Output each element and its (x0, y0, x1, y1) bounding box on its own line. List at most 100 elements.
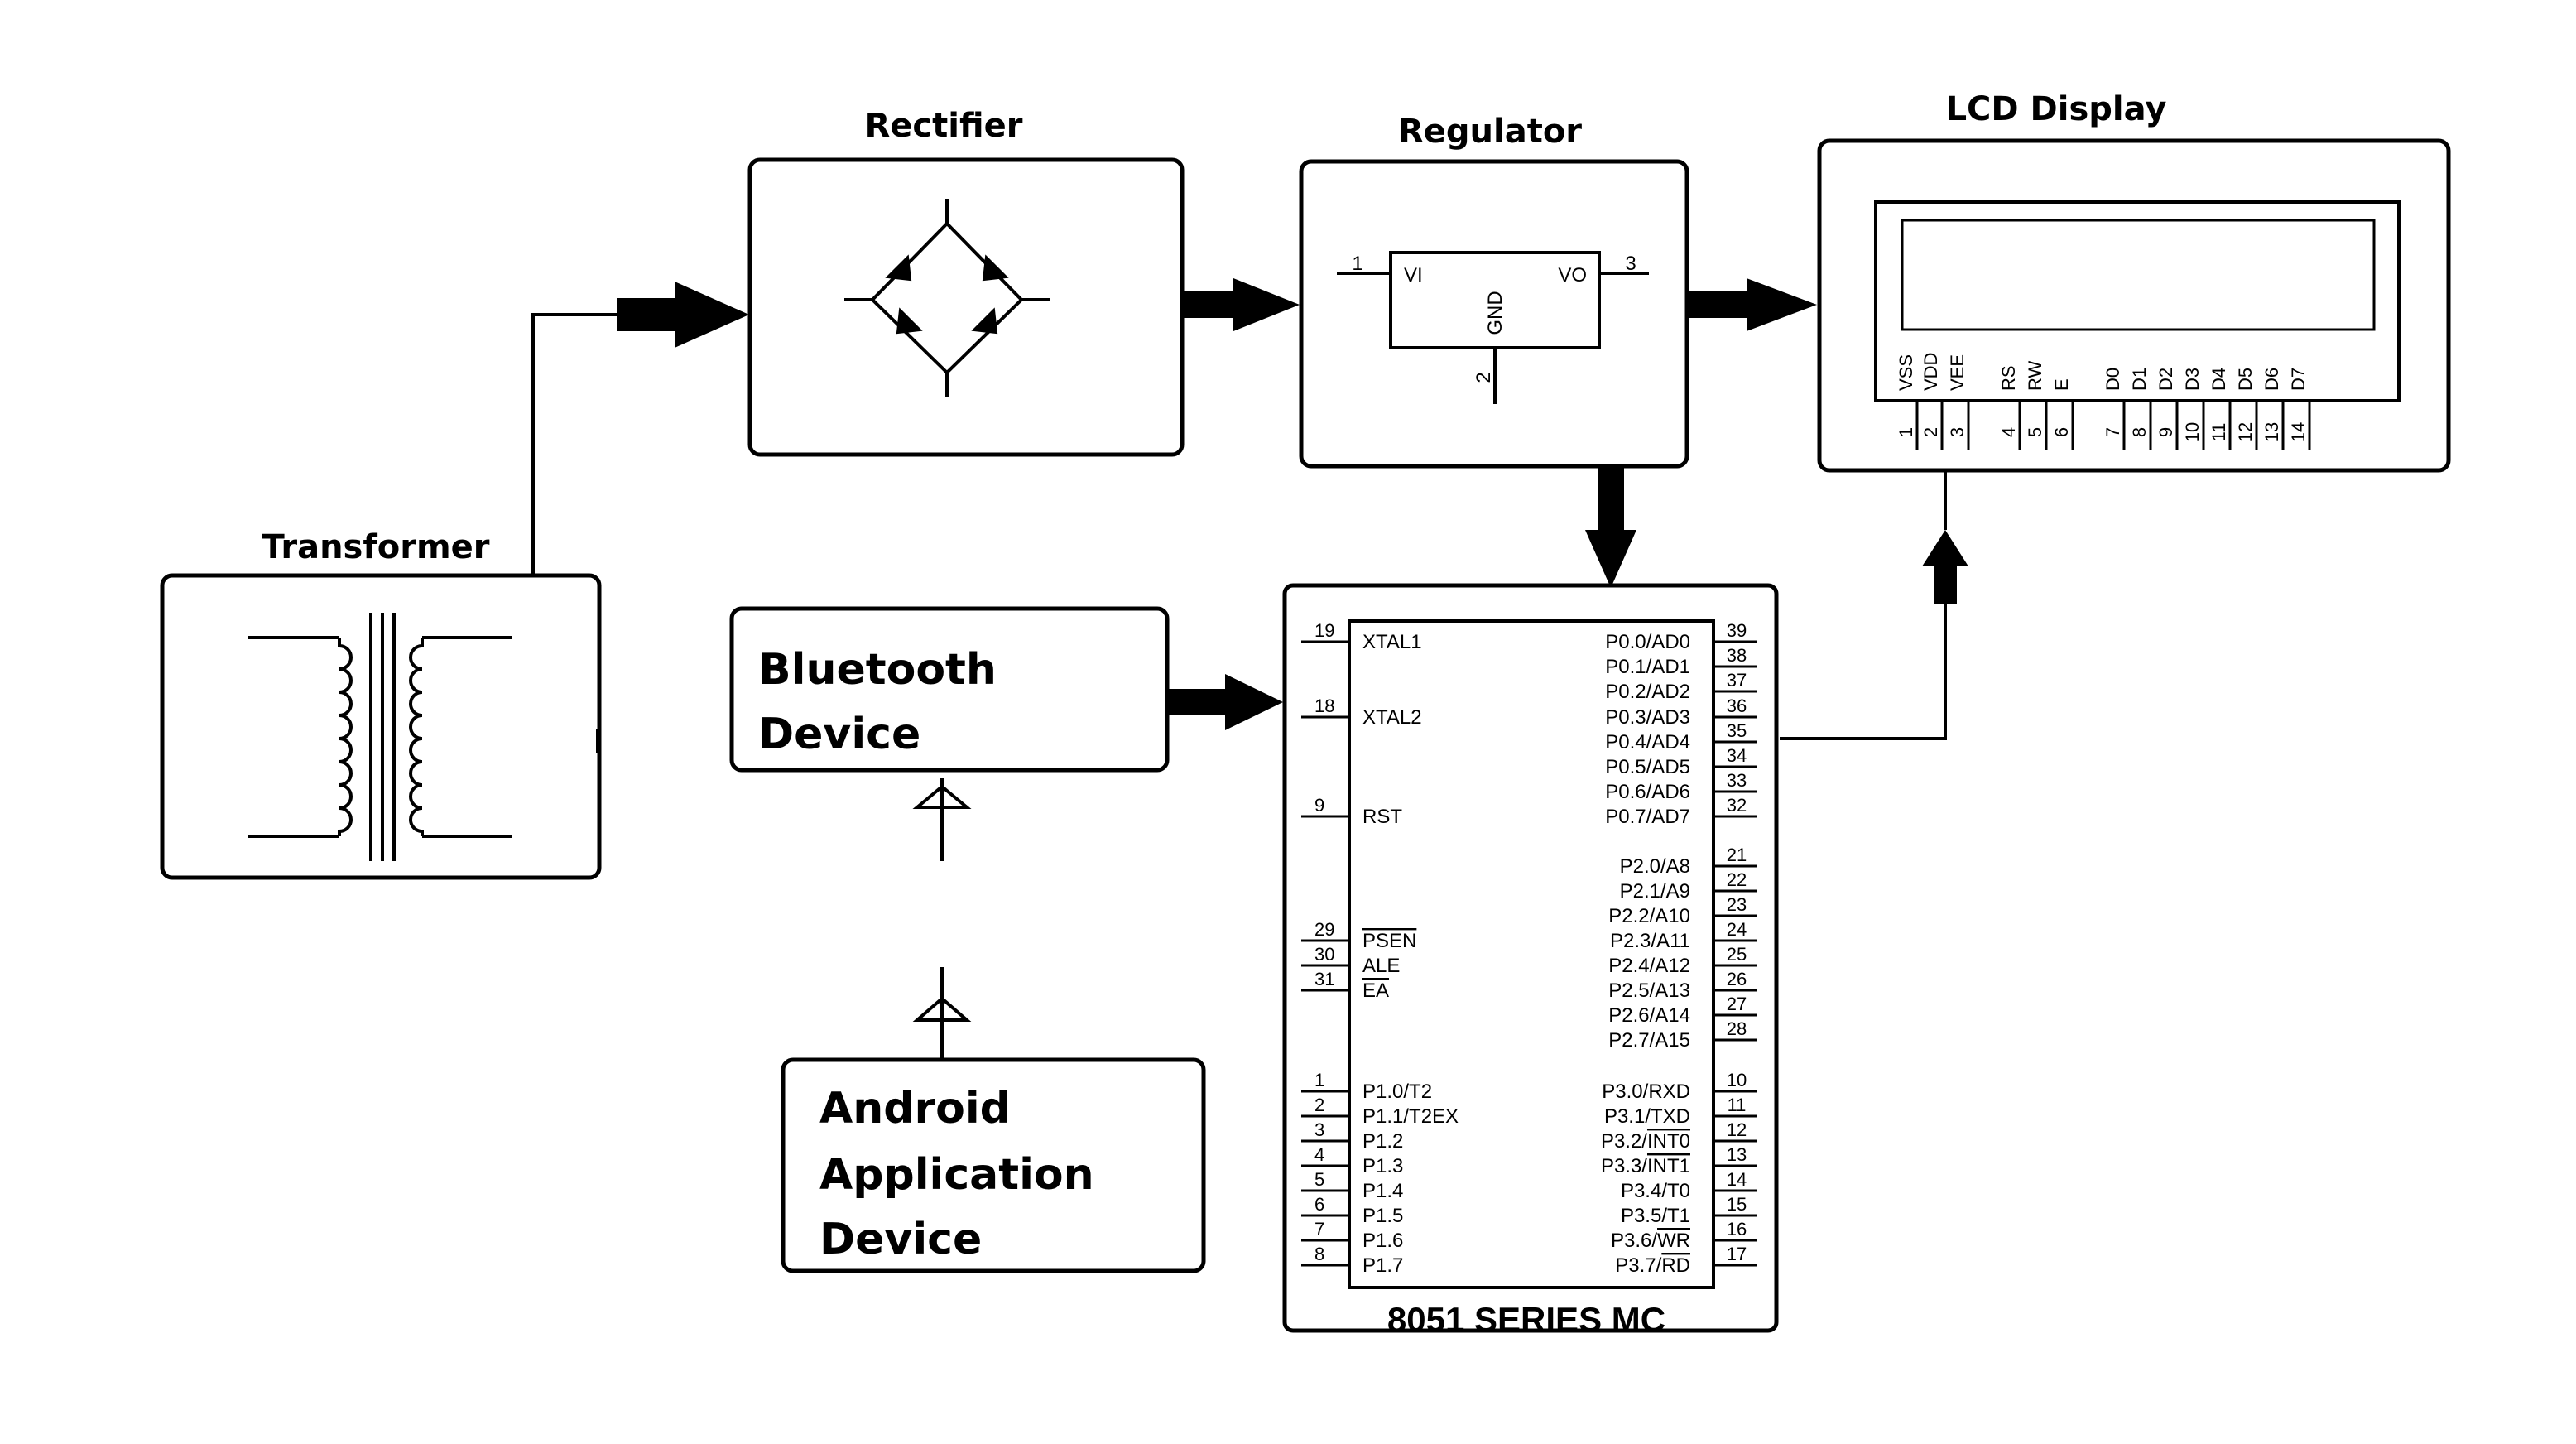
mcu-right-pin-label: P3.5/T1 (1621, 1205, 1690, 1227)
mcu-left-pin-label: P1.7 (1362, 1254, 1403, 1277)
mcu-left-pin-number: 5 (1314, 1169, 1324, 1190)
regulator-box (1299, 159, 1689, 469)
lcd-pin-number: 3 (1947, 427, 1968, 437)
bluetooth-line2: Device (758, 710, 920, 759)
lcd-bezel (1874, 200, 2401, 402)
lcd-pin-number: 1 (1896, 427, 1916, 437)
mcu-right-pin-label: P0.1/AD1 (1605, 656, 1690, 678)
mcu-right-pin-label: P0.4/AD4 (1605, 731, 1690, 753)
mcu-right-pin-label: P0.6/AD6 (1605, 781, 1690, 803)
mcu-right-pin-number: 39 (1727, 620, 1747, 641)
lcd-pin-number: 7 (2103, 427, 2123, 437)
mcu-right-pin-number: 34 (1727, 745, 1747, 766)
lcd-pin-number: 11 (2208, 423, 2229, 442)
android-line2: Application (819, 1150, 1094, 1200)
mcu-right-pin-number: 12 (1727, 1119, 1747, 1140)
mcu-left-pin-label: P1.6 (1362, 1230, 1403, 1252)
mcu-right-pin-label: P2.5/A13 (1608, 980, 1690, 1002)
lcd-block: LCD Display VSS1VDD2VEE3RS4RW5E6D07D18D2… (1817, 90, 2451, 473)
mcu-right-pin-number: 35 (1727, 720, 1747, 741)
lcd-pin-number: 5 (2025, 427, 2045, 437)
mcu-left-pins: 19XTAL118XTAL29RST29PSEN30ALE31EA1P1.0/T… (1301, 620, 1459, 1277)
mcu-right-pin-number: 14 (1727, 1169, 1747, 1190)
mcu-right-pin-number: 36 (1727, 696, 1747, 716)
mcu-right-pin-label: P3.7/RD (1615, 1254, 1690, 1277)
mcu-left-pin-label: P1.2 (1362, 1130, 1403, 1153)
rectifier-box (747, 157, 1185, 457)
mcu-right-pin-number: 24 (1727, 919, 1747, 940)
lcd-pin-label: RW (2025, 361, 2045, 391)
lcd-box (1817, 138, 2451, 473)
mcu-lcd-arrow (1922, 530, 1968, 604)
lcd-pin-number: 9 (2155, 427, 2176, 437)
mcu-right-pin-number: 11 (1728, 1095, 1747, 1115)
rectifier-title: Rectifier (865, 107, 1023, 145)
bluetooth-mcu-arrow (1167, 674, 1283, 730)
mcu-left-pin-label: P1.1/T2EX (1362, 1105, 1459, 1128)
android-line3: Device (819, 1215, 982, 1264)
mcu-chip (1348, 619, 1715, 1289)
mcu-left-pin-label: XTAL2 (1362, 706, 1422, 729)
rectifier-regulator-arrow (1180, 278, 1300, 331)
mcu-right-pin-label: P3.4/T0 (1621, 1180, 1690, 1202)
mcu-title: 8051 SERIES MC (1387, 1300, 1665, 1339)
regulator-title: Regulator (1398, 113, 1582, 151)
regulator-block: Regulator 1 3 VI VO GND 2 (1299, 113, 1689, 469)
mcu-left-pin-label: RST (1362, 806, 1402, 828)
mcu-left-pin-number: 31 (1314, 969, 1334, 989)
lcd-pin-label: D5 (2235, 368, 2256, 391)
android-line1: Android (819, 1084, 1011, 1134)
transformer-rectifier-wire (531, 313, 617, 575)
mcu-right-pin-number: 33 (1727, 770, 1747, 791)
mcu-right-pin-number: 22 (1727, 869, 1747, 890)
mcu-right-pin-label: P0.3/AD3 (1605, 706, 1690, 729)
mcu-right-pin-number: 27 (1727, 994, 1747, 1014)
mcu-right-pins: 39P0.0/AD038P0.1/AD137P0.2/AD236P0.3/AD3… (1601, 620, 1757, 1277)
mcu-right-pin-label: P0.5/AD5 (1605, 756, 1690, 778)
mcu-right-pin-number: 28 (1727, 1018, 1747, 1039)
transformer-rectifier-arrow (617, 282, 749, 348)
mcu-right-pin-label: P0.2/AD2 (1605, 681, 1690, 703)
mcu-right-pin-label: P3.2/INT0 (1601, 1130, 1690, 1153)
mcu-left-pin-number: 18 (1314, 696, 1334, 716)
lcd-pin-number: 12 (2235, 422, 2256, 442)
mcu-left-pin-number: 1 (1314, 1070, 1324, 1090)
lcd-screen (1901, 219, 2376, 331)
mcu-right-pin-number: 38 (1727, 645, 1747, 666)
mcu-right-pin-label: P0.7/AD7 (1605, 806, 1690, 828)
lcd-pin-number: 4 (1998, 427, 2019, 437)
lcd-pin-number: 8 (2129, 427, 2150, 437)
mcu-right-pin-label: P2.3/A11 (1610, 930, 1690, 952)
lcd-pin-number: 13 (2261, 422, 2282, 442)
mcu-right-pin-number: 15 (1727, 1194, 1747, 1215)
android-box (781, 1057, 1206, 1273)
lcd-pin-label: VSS (1896, 354, 1916, 391)
antenna-android-icon (912, 967, 972, 1058)
bluetooth-line1: Bluetooth (758, 645, 997, 695)
regulator-pin2: 2 (1473, 372, 1495, 383)
mcu-box (1282, 583, 1779, 1333)
lcd-pin-number: 6 (2051, 427, 2072, 437)
mcu-left-pin-number: 9 (1314, 795, 1324, 816)
bluetooth-block: Bluetooth Device (729, 606, 1170, 773)
mcu-right-pin-number: 23 (1727, 894, 1747, 915)
mcu-left-pin-label: EA (1362, 980, 1389, 1002)
lcd-pin-label: D6 (2261, 368, 2282, 391)
mcu-right-pin-number: 37 (1727, 670, 1747, 691)
mcu-right-pin-label: P2.0/A8 (1620, 855, 1690, 878)
mcu-left-pin-label: P1.3 (1362, 1155, 1403, 1177)
transformer-title: Transformer (262, 528, 489, 566)
lcd-pin-label: D7 (2288, 368, 2309, 391)
regulator-mcu-arrow (1585, 466, 1636, 588)
mcu-right-pin-label: P3.1/TXD (1604, 1105, 1690, 1128)
mcu-right-pin-label: P3.0/RXD (1602, 1081, 1690, 1103)
regulator-gnd: GND (1484, 291, 1507, 335)
lcd-pin-label: D2 (2155, 368, 2176, 391)
lcd-pin-label: VDD (1920, 353, 1941, 391)
lcd-pin-number: 2 (1920, 427, 1941, 437)
mcu-left-pin-number: 19 (1314, 620, 1334, 641)
mcu-right-pin-number: 25 (1727, 944, 1747, 965)
mcu-right-pin-number: 13 (1727, 1144, 1747, 1165)
android-block: Android Application Device (781, 1057, 1206, 1273)
